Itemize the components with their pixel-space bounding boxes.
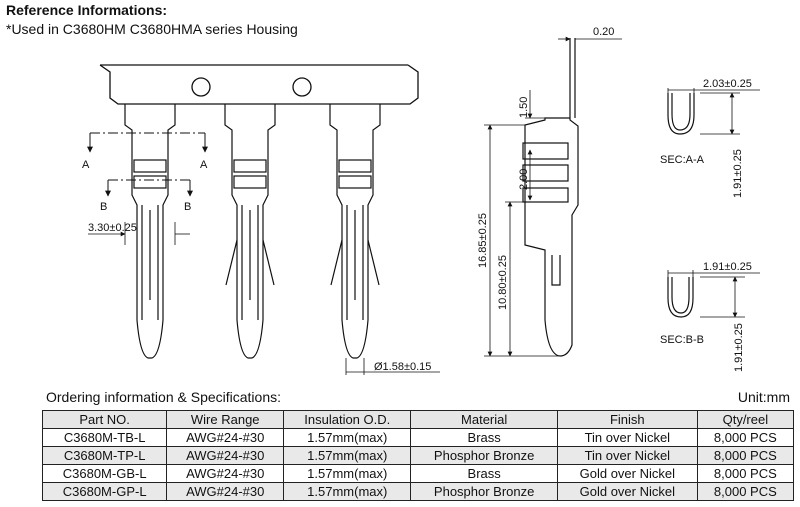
- terminal-3: [329, 104, 381, 359]
- dim-diameter: Ø1.58±0.15: [374, 361, 431, 373]
- dim-lower: 10.80±0.25: [497, 255, 509, 310]
- terminal-side-view: [522, 38, 579, 357]
- part-no: C3680M-TP-L: [41, 446, 168, 465]
- col-qty-reel: Qty/reel: [696, 410, 795, 429]
- section-a-a-view: [667, 93, 695, 135]
- finish: Tin over Nickel: [556, 446, 698, 465]
- sec-a-width: 2.03±0.25: [703, 78, 752, 90]
- col-material: Material: [410, 410, 558, 429]
- dim-pitch-width: 3.30±0.25: [88, 222, 137, 234]
- section-lines: [87, 132, 208, 197]
- wire-range: AWG#24-#30: [166, 446, 285, 465]
- finish: Gold over Nickel: [556, 482, 698, 501]
- part-no: C3680M-GB-L: [41, 464, 168, 483]
- spec-table: Part NO. Wire Range Insulation O.D. Mate…: [41, 410, 795, 501]
- section-label-b-right: B: [184, 201, 191, 213]
- section-label-b-left: B: [100, 201, 107, 213]
- sec-a-height: 1.91±0.25: [732, 149, 744, 198]
- wire-range: AWG#24-#30: [166, 428, 285, 447]
- pilot-hole: [191, 77, 211, 97]
- terminal-2: [224, 104, 276, 359]
- material: Phosphor Bronze: [410, 482, 558, 501]
- qty-reel: 8,000 PCS: [696, 464, 795, 483]
- col-insulation-od: Insulation O.D.: [283, 410, 412, 429]
- sec-b-height: 1.91±0.25: [733, 323, 745, 372]
- pitch-dimension-lines: [88, 222, 190, 245]
- wire-range: AWG#24-#30: [166, 482, 285, 501]
- section-label-a-right: A: [200, 159, 208, 171]
- qty-reel: 8,000 PCS: [696, 428, 795, 447]
- table-row: C3680M-GP-L AWG#24-#30 1.57mm(max) Phosp…: [41, 482, 795, 501]
- sec-b-width: 1.91±0.25: [703, 261, 752, 273]
- dim-total: 16.85±0.25: [477, 213, 489, 268]
- col-wire-range: Wire Range: [166, 410, 285, 429]
- section-label-a-left: A: [82, 159, 90, 171]
- terminal-drawing: A A B B 3.30±0.25 Ø1.58±0.15 0.20 1: [82, 26, 760, 375]
- finish: Tin over Nickel: [556, 428, 698, 447]
- finish: Gold over Nickel: [556, 464, 698, 483]
- part-no: C3680M-GP-L: [41, 482, 168, 501]
- wire-range: AWG#24-#30: [166, 464, 285, 483]
- material: Brass: [410, 464, 558, 483]
- reference-subtitle: *Used in C3680HM C3680HMA series Housing: [6, 21, 298, 37]
- sec-a-label: SEC:A-A: [660, 154, 705, 166]
- reference-title: Reference Informations:: [6, 2, 168, 18]
- insulation-od: 1.57mm(max): [283, 464, 412, 483]
- table-row: C3680M-TP-L AWG#24-#30 1.57mm(max) Phosp…: [41, 446, 795, 465]
- qty-reel: 8,000 PCS: [696, 446, 795, 465]
- terminal-front-views: [124, 104, 381, 359]
- dim-top: 1.50: [518, 97, 530, 118]
- insulation-od: 1.57mm(max): [283, 428, 412, 447]
- sec-a-dimension-lines: [667, 88, 760, 135]
- table-row: C3680M-TB-L AWG#24-#30 1.57mm(max) Brass…: [41, 428, 795, 447]
- unit-label: Unit:mm: [737, 389, 790, 405]
- dim-mid: 2.00: [518, 169, 530, 190]
- material: Brass: [410, 428, 558, 447]
- carrier-strip: [99, 64, 419, 105]
- col-finish: Finish: [556, 410, 698, 429]
- insulation-od: 1.57mm(max): [283, 482, 412, 501]
- section-b-b-view: [667, 277, 694, 318]
- dim-thickness: 0.20: [593, 26, 614, 38]
- table-row: C3680M-GB-L AWG#24-#30 1.57mm(max) Brass…: [41, 464, 795, 483]
- sec-b-label: SEC:B-B: [660, 334, 704, 346]
- diameter-dimension-lines: [345, 358, 440, 375]
- material: Phosphor Bronze: [410, 446, 558, 465]
- side-dimension-lines: [484, 36, 622, 357]
- insulation-od: 1.57mm(max): [283, 446, 412, 465]
- part-no: C3680M-TB-L: [41, 428, 168, 447]
- spec-header-row: Part NO. Wire Range Insulation O.D. Mate…: [41, 410, 795, 429]
- pilot-hole: [292, 77, 312, 97]
- sec-b-dimension-lines: [667, 270, 760, 318]
- col-part-no: Part NO.: [41, 410, 168, 429]
- terminal-1: [124, 104, 176, 359]
- qty-reel: 8,000 PCS: [696, 482, 795, 501]
- ordering-title: Ordering information & Specifications:: [46, 389, 281, 405]
